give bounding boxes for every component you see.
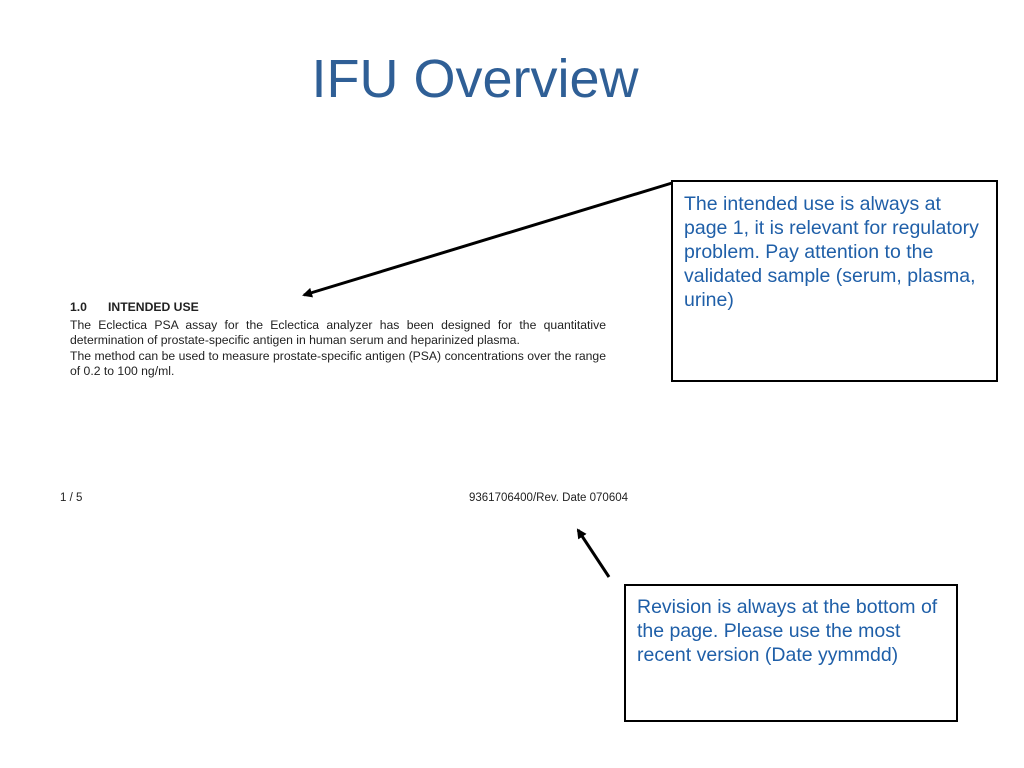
ifu-section-title: INTENDED USE — [108, 300, 199, 314]
ifu-paragraph-1: The Eclectica PSA assay for the Eclectic… — [70, 318, 606, 348]
ifu-section-number: 1.0 — [70, 300, 87, 314]
slide-title: IFU Overview — [311, 49, 639, 109]
ifu-section-heading: 1.0 INTENDED USE — [70, 300, 606, 315]
intended-use-callout: The intended use is always at page 1, it… — [671, 180, 998, 382]
ifu-excerpt: 1.0 INTENDED USE The Eclectica PSA assay … — [70, 300, 606, 379]
ifu-paragraph-2: The method can be used to measure prosta… — [70, 348, 606, 378]
ifu-footer-page-number: 1 / 5 — [60, 492, 83, 504]
ifu-footer-revision: 9361706400/Rev. Date 070604 — [469, 492, 629, 504]
revision-arrow — [576, 528, 611, 578]
intended-use-arrow — [302, 181, 673, 298]
revision-callout: Revision is always at the bottom of the … — [624, 584, 958, 722]
